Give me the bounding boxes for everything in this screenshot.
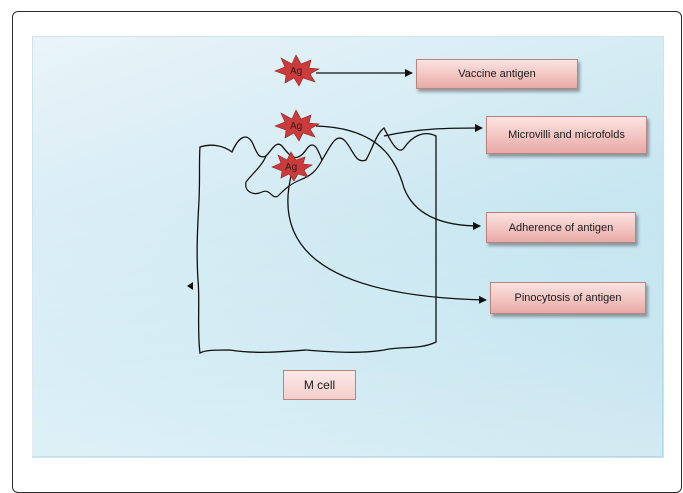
antigen-label: Ag bbox=[285, 162, 297, 173]
vaccine-antigen-box: Vaccine antigen bbox=[416, 59, 578, 89]
antigen-label: Ag bbox=[290, 121, 302, 132]
antigen-star-vaccine: Ag bbox=[274, 54, 320, 87]
left-marker bbox=[187, 282, 193, 290]
microvilli-box: Microvilli and microfolds bbox=[486, 116, 647, 154]
microvilli-arrow bbox=[383, 124, 483, 137]
adherence-box: Adherence of antigen bbox=[486, 212, 636, 243]
m-cell-diagram: Ag Ag Ag bbox=[187, 54, 487, 355]
invagination bbox=[245, 155, 323, 198]
antigen-star-microvilli: Ag bbox=[274, 109, 320, 142]
antigen-star-pocket: Ag bbox=[271, 151, 313, 182]
antigen-label: Ag bbox=[290, 66, 302, 77]
m-cell-label: M cell bbox=[283, 370, 356, 400]
m-cell-outline bbox=[196, 127, 437, 355]
pinocytosis-box: Pinocytosis of antigen bbox=[490, 282, 646, 314]
adherence-arrow bbox=[315, 125, 481, 230]
pinocytosis-arrow bbox=[287, 171, 487, 304]
